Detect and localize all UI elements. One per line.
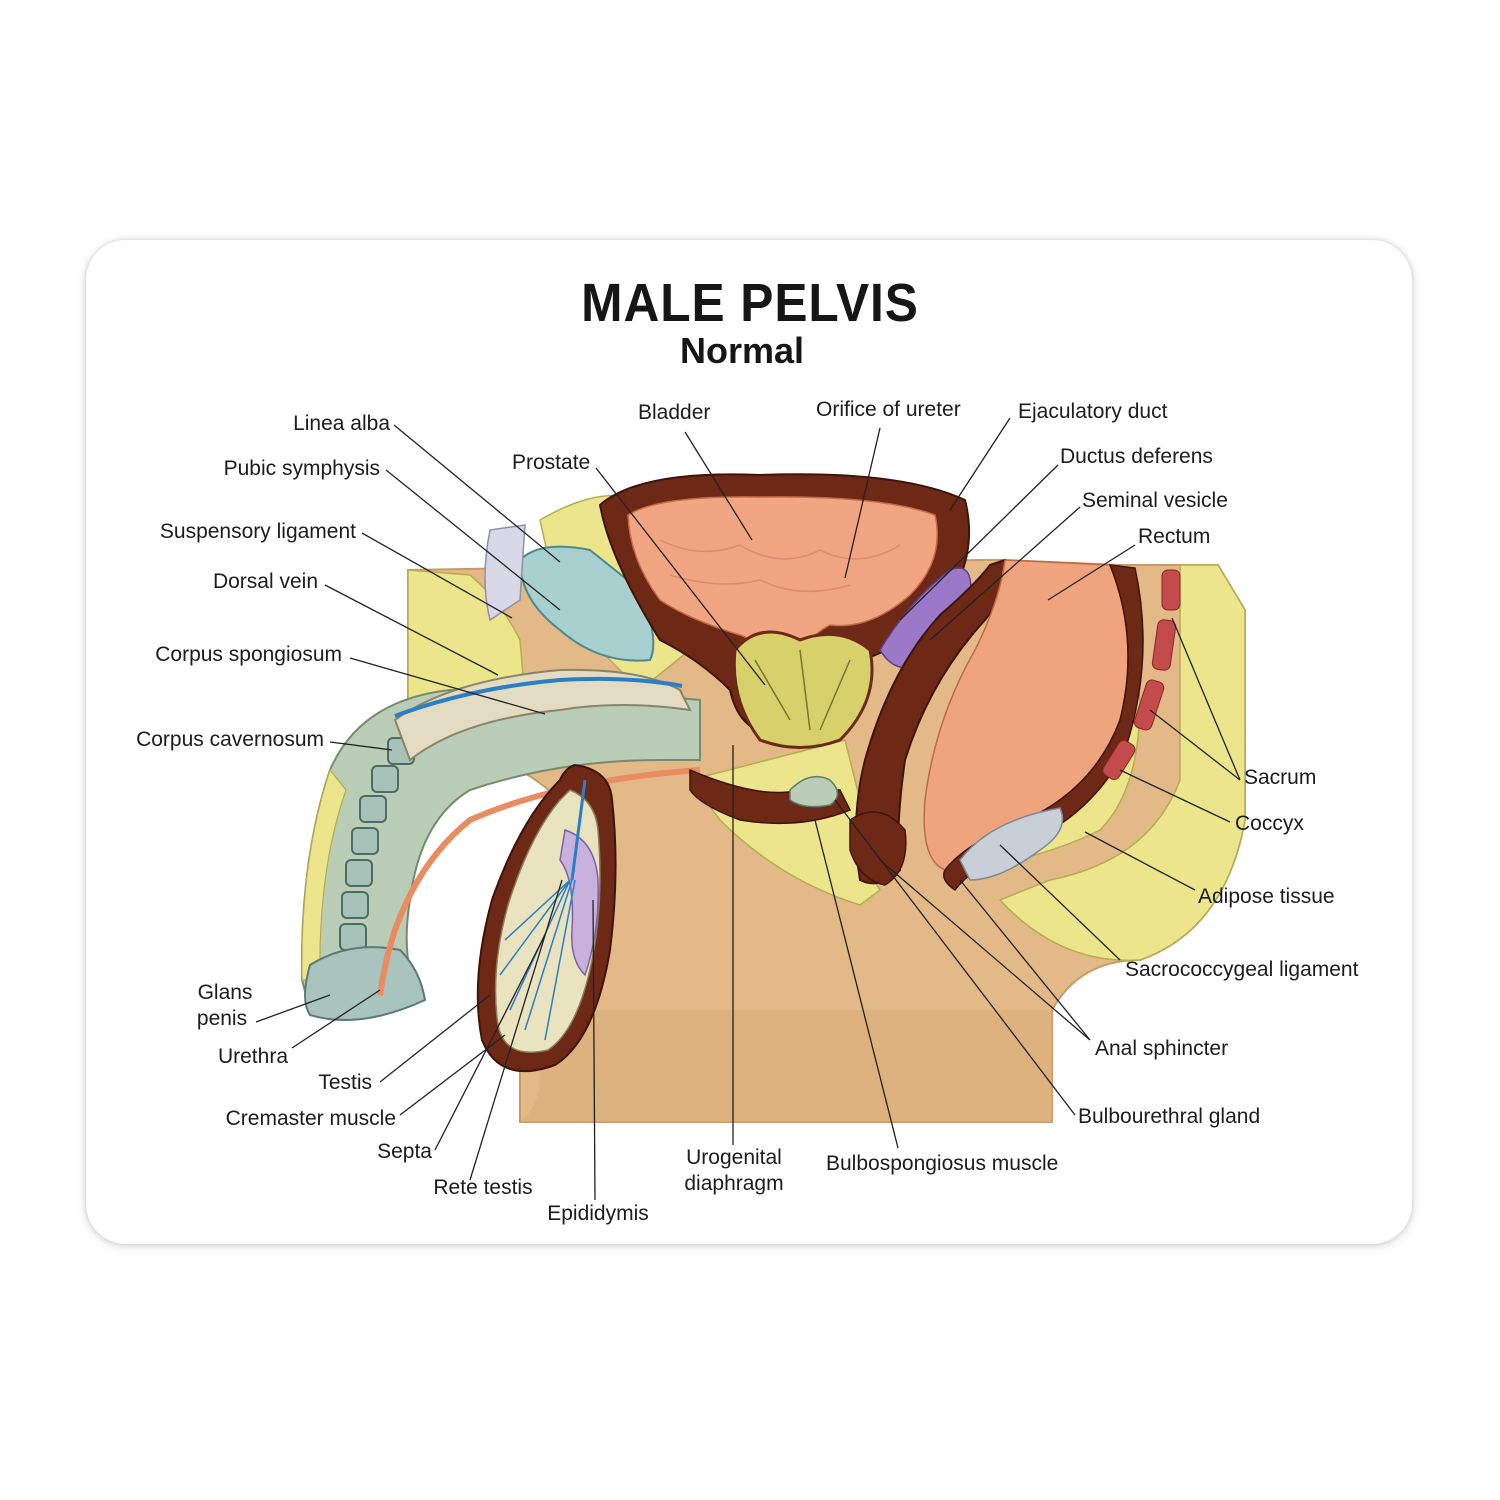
leader-linea-alba — [393, 424, 561, 563]
bulb-wall — [689, 768, 852, 825]
label-testis: Testis — [318, 1071, 372, 1094]
label-suspensory-ligament: Suspensory ligament — [159, 520, 356, 543]
leader-cremaster — [399, 1034, 506, 1116]
label-ejaculatory-duct: Ejaculatory duct — [1018, 400, 1168, 423]
label-epididymis: Epididymis — [547, 1202, 649, 1225]
label-rete-testis: Rete testis — [433, 1176, 533, 1199]
leader-epididymis — [592, 899, 596, 1201]
leader-anal-sphincter-1 — [879, 859, 1091, 1041]
label-ductus-deferens: Ductus deferens — [1060, 445, 1213, 468]
leader-sacrococcygeal — [999, 844, 1121, 961]
prostate-lines — [754, 649, 851, 731]
leader-corpus-spongiosum — [349, 657, 546, 715]
leader-orifice-ureter — [844, 427, 881, 579]
label-urogenital-1: Urogenital — [686, 1146, 782, 1169]
leader-glans-penis — [255, 994, 331, 1023]
spermatic-cord — [570, 779, 587, 881]
label-coccyx: Coccyx — [1235, 812, 1304, 835]
label-adipose-tissue: Adipose tissue — [1198, 885, 1335, 908]
label-bulbospongiosus-muscle: Bulbospongiosus muscle — [826, 1152, 1059, 1175]
label-urethra: Urethra — [217, 1045, 288, 1068]
label-urogenital-2: diaphragm — [684, 1172, 784, 1195]
bladder-texture — [659, 539, 901, 593]
page-subtitle: Normal — [0, 330, 1500, 372]
leader-septa — [434, 934, 546, 1151]
label-corpus-cavernosum: Corpus cavernosum — [136, 728, 324, 751]
label-glans-penis-2: penis — [196, 1007, 248, 1030]
label-rectum: Rectum — [1138, 525, 1211, 548]
leader-ductus-deferens — [899, 464, 1059, 621]
leader-anal-sphincter-2 — [959, 879, 1091, 1041]
leader-pubic-symphysis — [385, 469, 561, 611]
label-cremaster-muscle: Cremaster muscle — [225, 1107, 396, 1130]
leader-dorsal-vein — [324, 584, 499, 676]
leader-testis — [379, 994, 491, 1083]
label-prostate: Prostate — [512, 451, 591, 474]
label-bulbourethral-gland: Bulbourethral gland — [1078, 1105, 1261, 1128]
leader-ejaculatory-duct — [949, 417, 1011, 511]
label-anal-sphincter: Anal sphincter — [1095, 1037, 1229, 1060]
label-orifice-of-ureter: Orifice of ureter — [816, 398, 961, 421]
glans — [304, 946, 427, 1021]
label-linea-alba: Linea alba — [293, 412, 390, 435]
leader-sacrum-2 — [1171, 617, 1241, 781]
leader-prostate — [595, 467, 766, 686]
subtitle-text: Normal — [679, 330, 805, 371]
leader-bladder — [684, 431, 753, 541]
label-glans-penis-1: Glans — [197, 981, 253, 1004]
pubic-symphysis-shape — [518, 545, 655, 662]
leader-rectum — [1047, 544, 1136, 601]
label-pubic-symphysis: Pubic symphysis — [223, 457, 380, 480]
leader-bulbourethral — [834, 799, 1076, 1116]
adipose-layer-back — [998, 564, 1246, 962]
leader-sacrum-1 — [1149, 709, 1241, 781]
label-seminal-vesicle: Seminal vesicle — [1082, 489, 1228, 512]
leader-corpus-cavernosum — [329, 741, 393, 751]
sacrum-segments — [1102, 569, 1181, 780]
suspensory-ligament-shape — [484, 524, 526, 622]
label-sacrum: Sacrum — [1244, 766, 1317, 789]
coccyx-ligament-shape — [959, 807, 1064, 881]
label-sacrococcygeal-ligament: Sacrococcygeal ligament — [1125, 958, 1359, 981]
bulbourethral-shape — [789, 775, 839, 808]
leader-coccyx — [1119, 769, 1231, 823]
label-dorsal-vein: Dorsal vein — [212, 570, 318, 593]
label-septa: Septa — [377, 1140, 432, 1163]
leader-rete-testis — [469, 879, 563, 1181]
anal-sphincter-shape — [849, 811, 907, 886]
dorsal-vein-line — [394, 676, 683, 718]
leader-urethra — [291, 989, 381, 1049]
prostate-shape — [732, 630, 874, 749]
corpus-cavernosum-chambers — [339, 737, 415, 951]
model-base-front — [520, 1010, 1052, 1122]
label-corpus-spongiosum: Corpus spongiosum — [155, 643, 342, 666]
label-bladder: Bladder — [638, 401, 711, 424]
leader-suspensory-ligament — [361, 532, 513, 619]
leader-bulbospongiosus — [814, 819, 899, 1149]
leader-adipose — [1084, 831, 1196, 891]
leader-seminal-vesicle — [929, 506, 1081, 641]
page-title: MALE PELVIS — [581, 273, 919, 333]
bladder-lumen — [627, 496, 938, 693]
